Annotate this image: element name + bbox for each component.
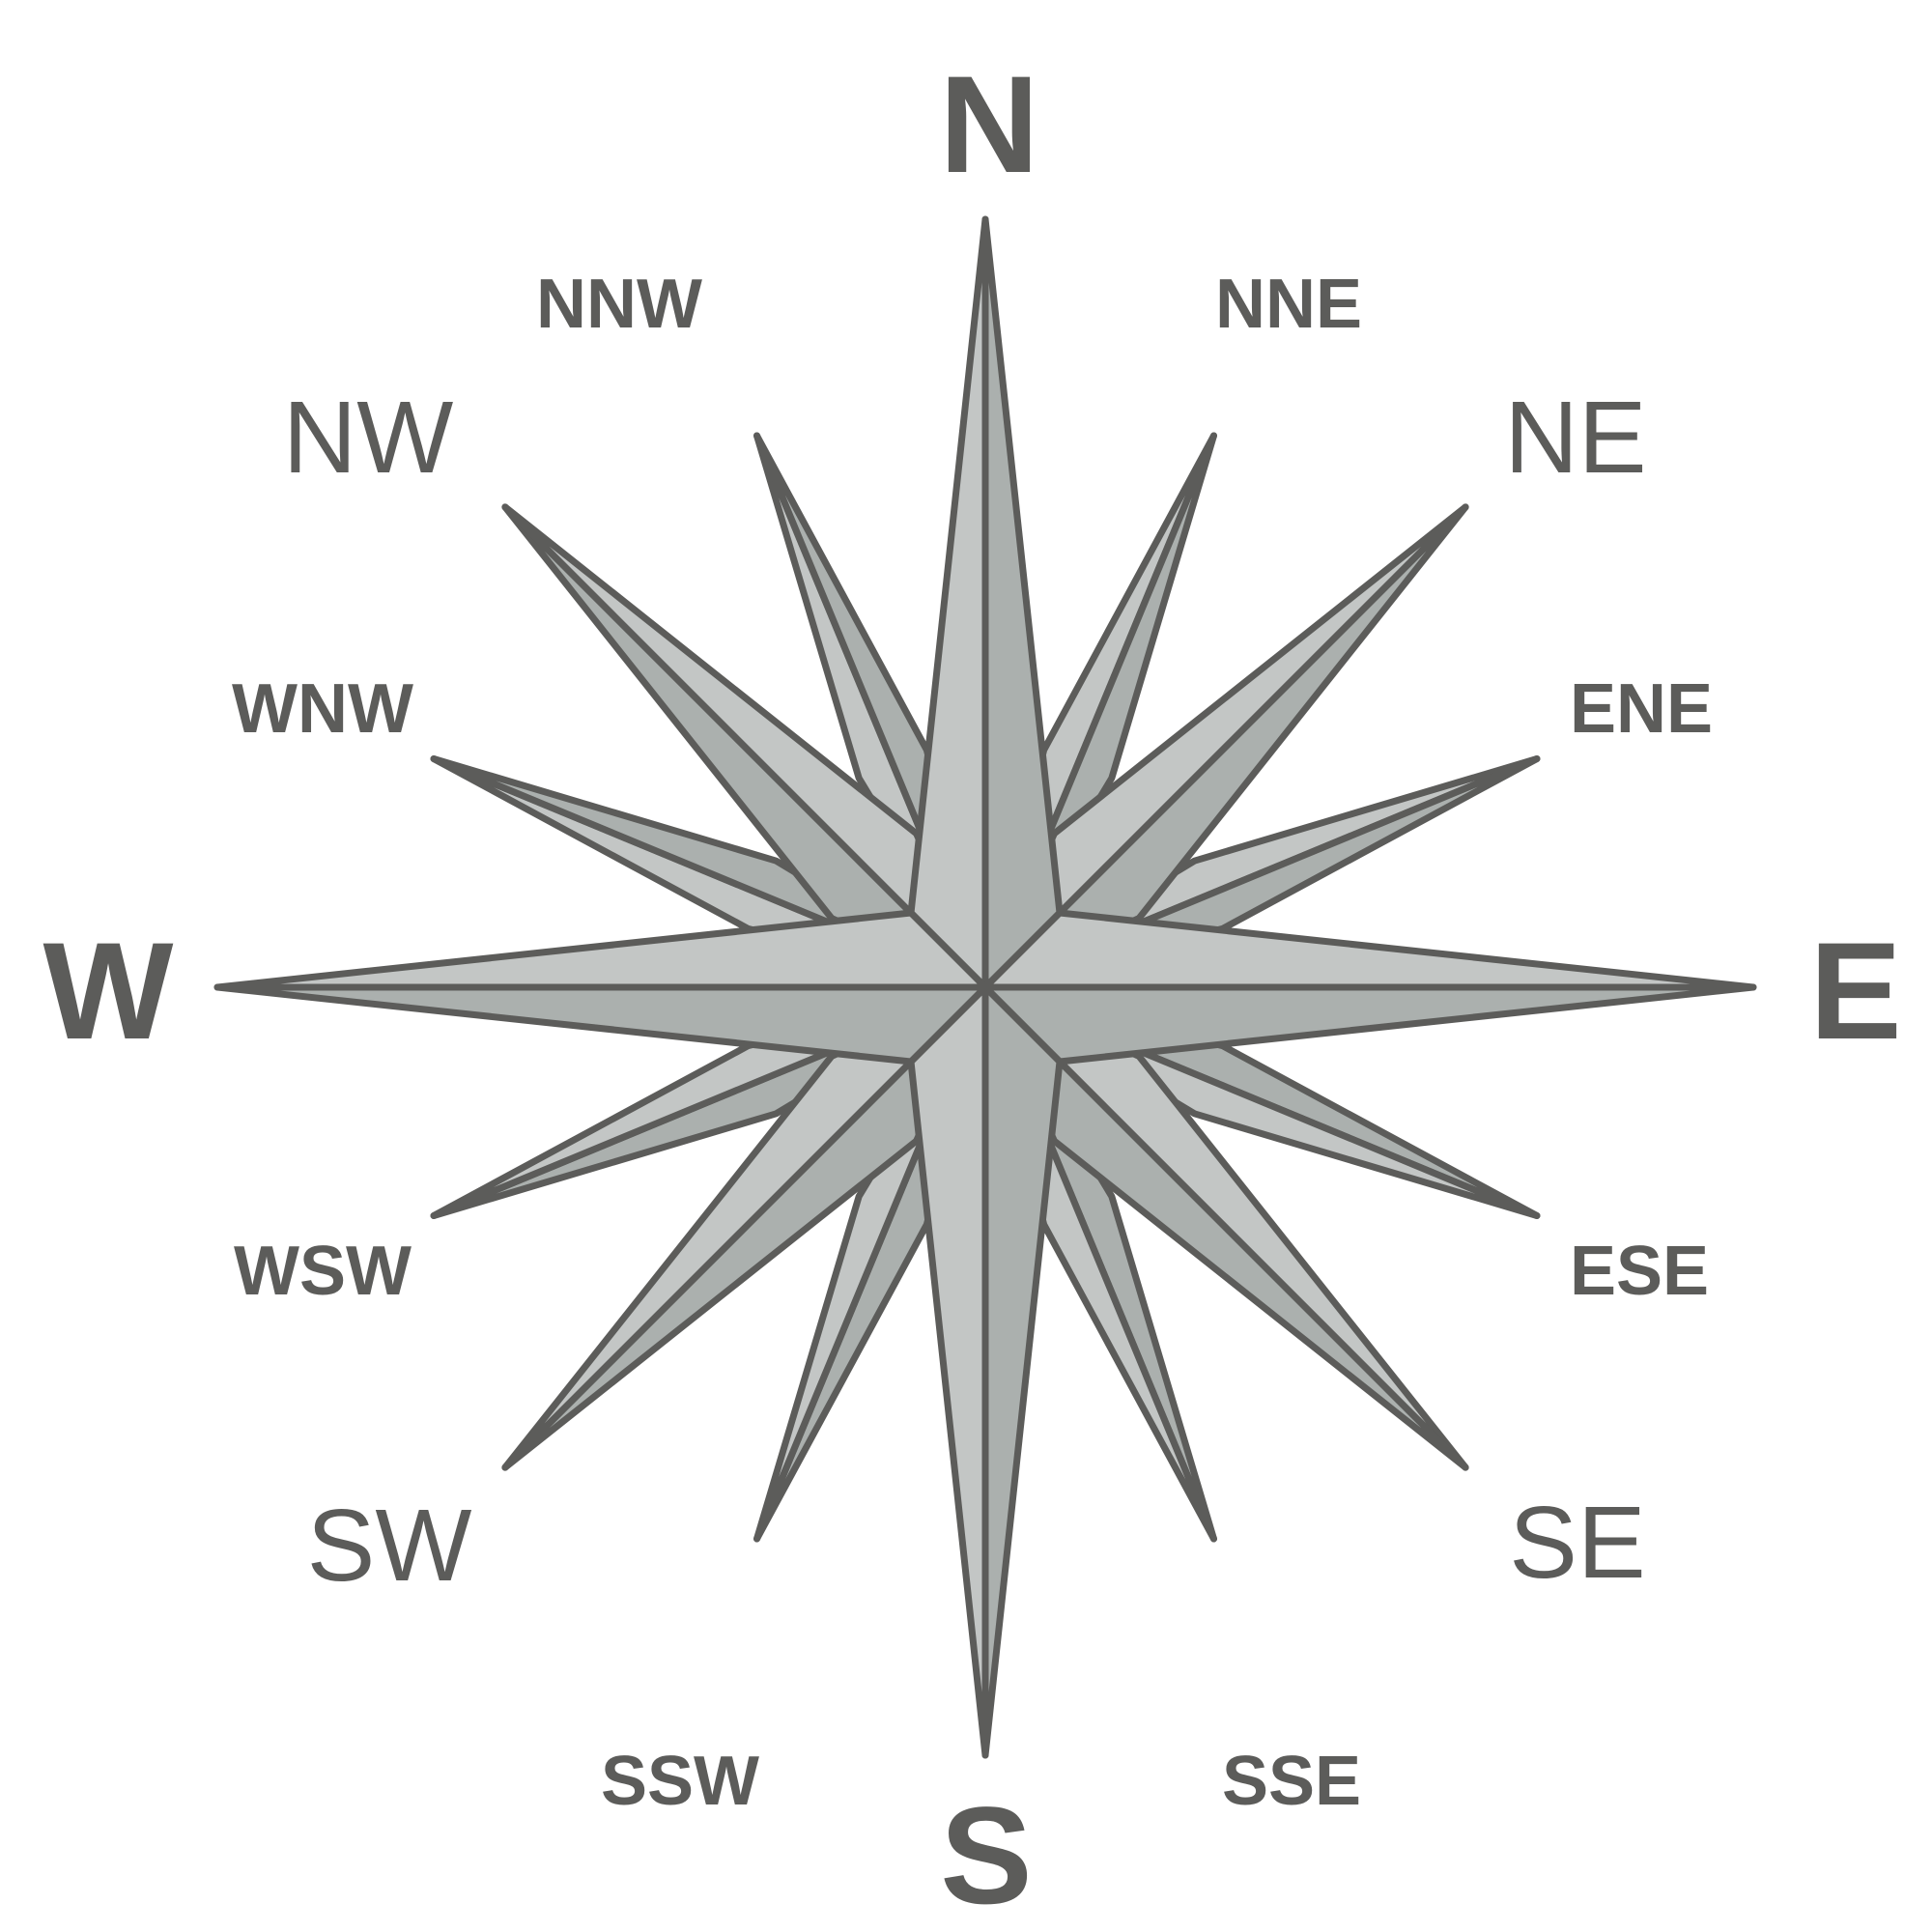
label-ssw: SSW [601,1743,759,1820]
label-sse: SSE [1222,1743,1361,1820]
label-wnw: WNW [232,670,413,748]
label-e: E [1809,915,1901,1068]
arm-n [907,215,1064,991]
arm-half-cw [907,983,989,1759]
arm-e [981,909,1757,1065]
arm-s [907,983,1064,1759]
label-ne: NE [1504,381,1646,495]
arm-half-ccw [213,983,989,1065]
arm-half-cw [213,909,989,991]
label-nnw: NNW [536,266,702,343]
label-wsw: WSW [234,1233,412,1310]
arm-half-cw [981,215,1064,991]
label-n: N [939,48,1038,202]
compass-arms [213,215,1757,1759]
label-ene: ENE [1570,670,1713,748]
compass-labels: N E S W NE SE SW NW NNE ENE ESE SSE SSW … [43,48,1902,1932]
arm-half-ccw [907,215,989,991]
arm-half-cw [981,983,1757,1065]
arm-nw [501,503,989,991]
label-ese: ESE [1570,1233,1709,1310]
label-sw: SW [307,1489,472,1603]
label-s: S [940,1779,1032,1932]
label-w: W [43,915,174,1068]
arm-w [213,909,989,1065]
label-se: SE [1509,1486,1645,1600]
arm-half-ccw [981,983,1064,1759]
arm-half-ccw [981,909,1757,991]
label-nw: NW [283,381,454,495]
label-nne: NNE [1215,266,1362,343]
